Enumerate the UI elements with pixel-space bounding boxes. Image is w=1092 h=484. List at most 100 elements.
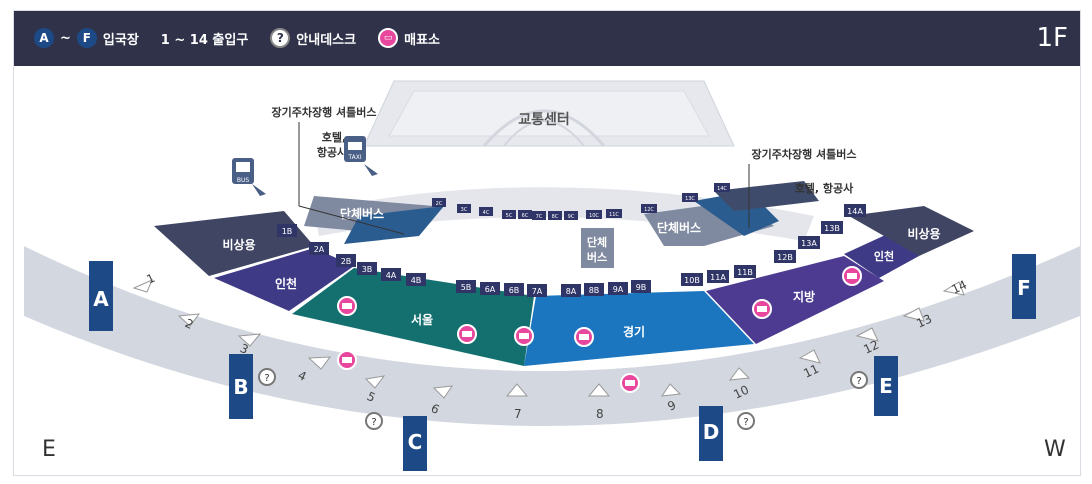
ticket-office-icon[interactable] xyxy=(514,326,534,346)
platform-sign-1b[interactable]: 1B xyxy=(277,224,297,237)
svg-text:14A: 14A xyxy=(847,207,863,216)
svg-text:4C: 4C xyxy=(483,210,490,216)
platform-sign-14a[interactable]: 14A xyxy=(844,204,866,217)
far-sign-2c[interactable]: 2C xyxy=(432,198,446,207)
far-sign-13c[interactable]: 13C xyxy=(682,193,698,202)
hotel-left-label-2: 항공사 xyxy=(317,145,348,159)
hotel-airline-right-strip xyxy=(714,181,819,211)
legend-bar: A ~ F 입국장 1 ~ 14 출입구 ? 안내데스크 ▭ 매표소 1F xyxy=(14,11,1080,66)
info-desk-icon[interactable]: ? xyxy=(258,368,276,386)
svg-text:12: 12 xyxy=(861,338,881,357)
platform-sign-10b[interactable]: 10B xyxy=(681,273,703,286)
svg-text:11: 11 xyxy=(801,362,821,381)
platform-sign-2a[interactable]: 2A xyxy=(309,242,329,255)
exit-8[interactable]: 8 xyxy=(587,383,611,421)
info-desk-icon[interactable]: ? xyxy=(850,371,868,389)
far-sign-10c[interactable]: 10C xyxy=(586,210,602,219)
info-desk-icon[interactable]: ? xyxy=(365,412,383,430)
svg-text:A: A xyxy=(93,287,109,311)
ticket-office-icon[interactable] xyxy=(457,324,477,344)
svg-text:4B: 4B xyxy=(411,276,422,285)
svg-text:D: D xyxy=(703,420,720,444)
svg-text:13A: 13A xyxy=(801,239,817,248)
svg-text:11B: 11B xyxy=(737,268,753,277)
gate-b[interactable]: B xyxy=(229,354,253,419)
far-sign-3c[interactable]: 3C xyxy=(457,204,471,213)
platform-sign-11b[interactable]: 11B xyxy=(734,265,756,278)
far-sign-14c[interactable]: 14C xyxy=(714,183,730,192)
gate-a[interactable]: A xyxy=(89,261,113,331)
legend-exits-label: 1 ~ 14 출입구 xyxy=(160,32,249,48)
direction-east-label: E xyxy=(42,437,56,462)
platform-sign-6b[interactable]: 6B xyxy=(504,283,524,296)
transport-center-label: 교통센터 xyxy=(518,112,570,128)
svg-text:13: 13 xyxy=(914,312,934,331)
zone-incheon-right-label: 인천 xyxy=(874,249,894,263)
legend-gate-a-badge: A xyxy=(34,28,54,48)
gate-d[interactable]: D xyxy=(699,406,723,461)
platform-sign-4b[interactable]: 4B xyxy=(406,273,426,286)
platform-sign-4a[interactable]: 4A xyxy=(381,268,401,281)
gate-c[interactable]: C xyxy=(403,416,427,471)
ticket-office-icon[interactable] xyxy=(752,299,772,319)
svg-text:B: B xyxy=(233,375,248,399)
transport-center-building: 교통센터 xyxy=(363,80,735,147)
exit-12[interactable]: 12 xyxy=(855,327,881,357)
far-sign-4c[interactable]: 4C xyxy=(479,207,493,216)
platform-sign-8a[interactable]: 8A xyxy=(561,284,581,297)
info-desk-icon[interactable]: ? xyxy=(737,412,755,430)
far-sign-12c[interactable]: 12C xyxy=(641,204,657,213)
info-desk-icon: ? xyxy=(270,28,291,48)
ticket-office-icon[interactable] xyxy=(574,327,594,347)
exit-14[interactable]: 14 xyxy=(942,278,969,297)
svg-text:9A: 9A xyxy=(613,285,624,294)
outer-walkway xyxy=(24,246,1080,426)
shuttle-right-label: 장기주차장행 셔틀버스 xyxy=(751,147,856,161)
platform-sign-2b[interactable]: 2B xyxy=(336,254,356,267)
svg-text:C: C xyxy=(408,430,423,454)
far-sign-6c[interactable]: 6C xyxy=(518,210,532,219)
terminal-map: 교통센터 단체버스 단체버스 단체 버스 비상용 인천 xyxy=(14,80,1080,475)
far-sign-11c[interactable]: 11C xyxy=(606,209,622,218)
svg-text:8A: 8A xyxy=(566,287,577,296)
svg-text:E: E xyxy=(879,374,893,398)
far-sign-5c[interactable]: 5C xyxy=(502,210,516,219)
hotel-right-label: 호텔, 항공사 xyxy=(795,181,854,195)
platform-sign-9a[interactable]: 9A xyxy=(608,282,628,295)
ticket-office-icon[interactable] xyxy=(337,350,357,370)
platform-sign-6a[interactable]: 6A xyxy=(480,282,500,295)
exit-11[interactable]: 11 xyxy=(798,349,821,381)
platform-sign-13a[interactable]: 13A xyxy=(798,236,820,249)
platform-sign-5b[interactable]: 5B xyxy=(456,280,476,293)
svg-text:10: 10 xyxy=(731,383,751,402)
far-sign-7c[interactable]: 7C xyxy=(532,211,546,220)
platform-sign-13b[interactable]: 13B xyxy=(821,221,843,234)
bus-arrow-icon xyxy=(252,184,266,196)
platform-sign-11a[interactable]: 11A xyxy=(707,270,729,283)
svg-text:8C: 8C xyxy=(552,214,559,220)
ticket-office-icon[interactable] xyxy=(620,373,640,393)
platform-sign-3b[interactable]: 3B xyxy=(357,262,377,275)
far-sign-8c[interactable]: 8C xyxy=(548,211,562,220)
svg-text:2C: 2C xyxy=(436,201,443,207)
svg-text:12B: 12B xyxy=(777,253,793,262)
platform-sign-8b[interactable]: 8B xyxy=(584,283,604,296)
gate-f[interactable]: F xyxy=(1012,254,1036,319)
svg-text:14C: 14C xyxy=(717,186,727,192)
group-bus-left-label: 단체버스 xyxy=(340,206,384,221)
svg-text:13B: 13B xyxy=(824,224,840,233)
ticket-office-icon[interactable] xyxy=(337,296,357,316)
gate-e[interactable]: E xyxy=(874,356,898,416)
platform-sign-12b[interactable]: 12B xyxy=(774,250,796,263)
platform-sign-7a[interactable]: 7A xyxy=(527,284,547,297)
exit-10[interactable]: 10 xyxy=(728,367,751,402)
far-sign-9c[interactable]: 9C xyxy=(564,211,578,220)
svg-text:8: 8 xyxy=(596,407,604,421)
ticket-office-icon[interactable] xyxy=(842,266,862,286)
svg-text:3B: 3B xyxy=(362,265,373,274)
ticket-offices xyxy=(337,266,862,393)
platform-sign-9b[interactable]: 9B xyxy=(631,280,651,293)
svg-text:10C: 10C xyxy=(589,213,599,219)
exit-7[interactable]: 7 xyxy=(505,383,529,421)
exit-13[interactable]: 13 xyxy=(902,307,934,331)
